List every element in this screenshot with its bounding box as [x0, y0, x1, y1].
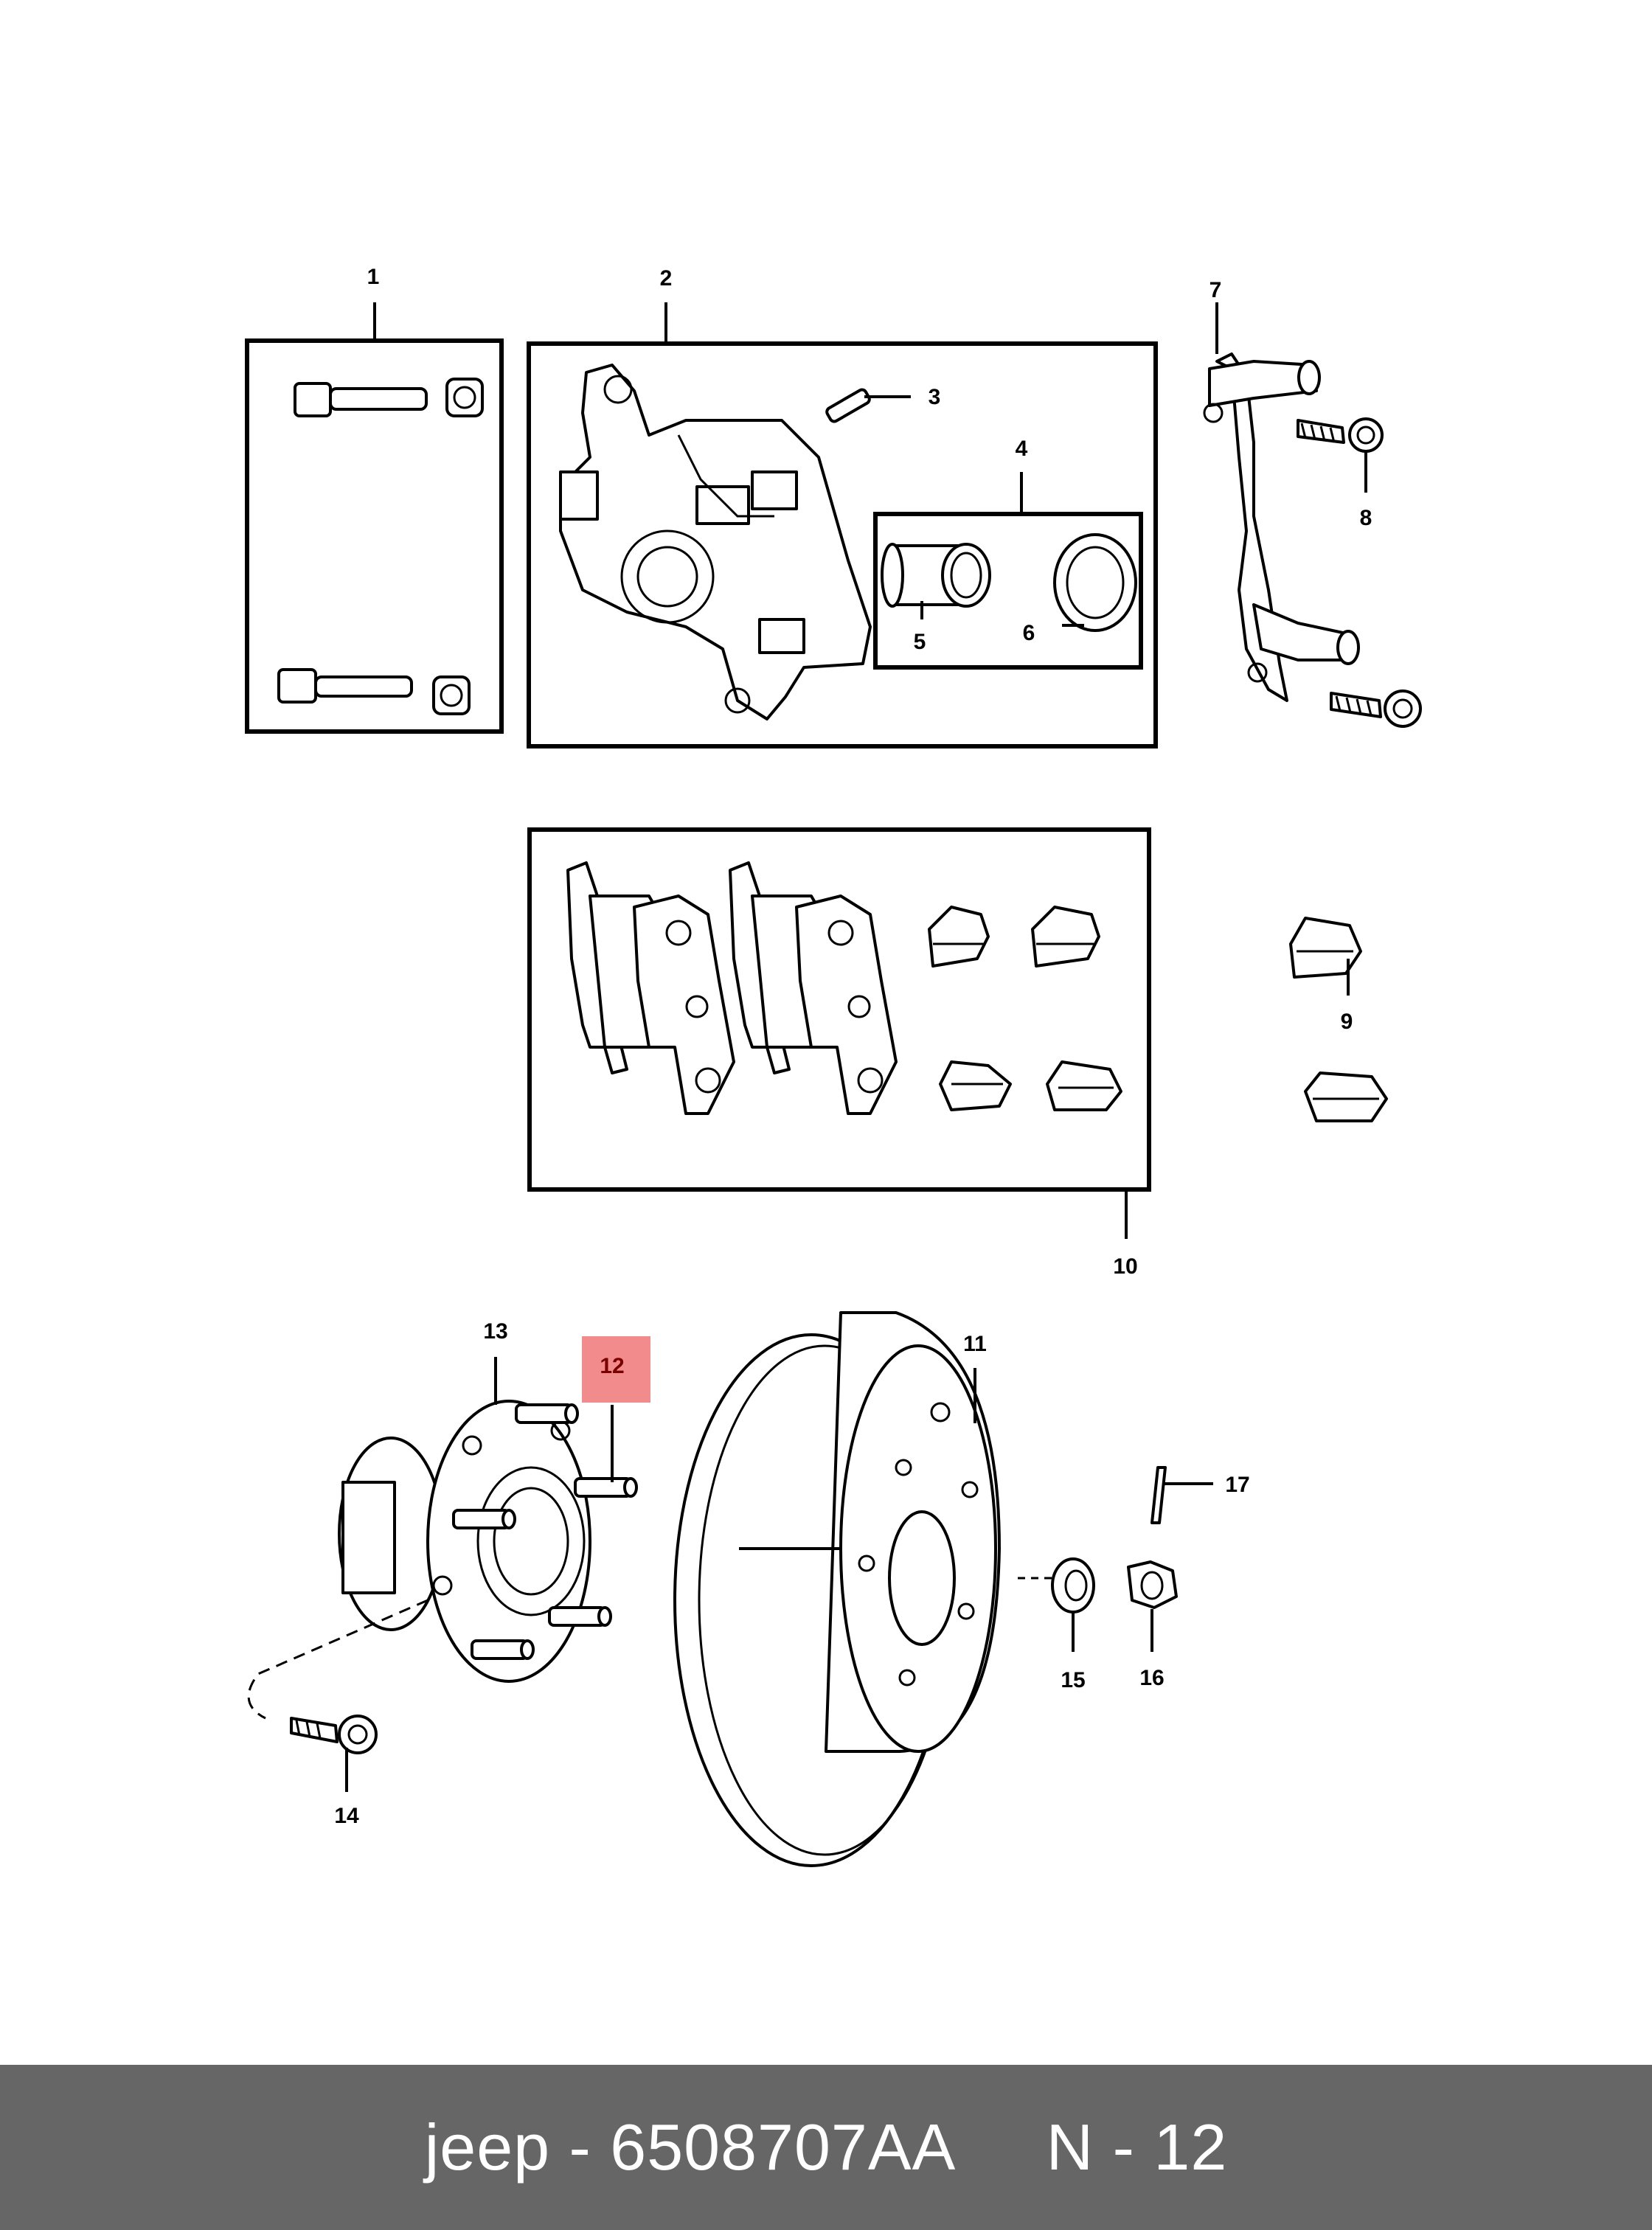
- hub-mounting-bolt: [247, 1599, 428, 1792]
- part-group-2-caliper: [527, 302, 1158, 748]
- adapter-bolt-lower: [1330, 690, 1422, 728]
- callout-14: 14: [334, 1804, 359, 1828]
- callout-4: 4: [1016, 437, 1028, 461]
- pad-clip-3: [939, 1060, 1012, 1111]
- callout-8: 8: [1360, 506, 1372, 530]
- callout-9: 9: [1341, 1010, 1353, 1034]
- footer-bar: jeep - 6508707AA N - 12: [0, 2065, 1652, 2230]
- pad-clip-2: [1031, 906, 1100, 968]
- callout-7: 7: [1210, 278, 1222, 302]
- callout-17: 17: [1225, 1473, 1249, 1497]
- wheel-stud: [452, 1509, 516, 1529]
- piston-seal: [1053, 533, 1137, 632]
- callout-15: 15: [1061, 1668, 1085, 1692]
- callout-16: 16: [1139, 1666, 1164, 1690]
- bleeder-screw: [825, 388, 911, 423]
- caliper-body: [559, 364, 872, 720]
- part-group-1-guide-pins: [245, 302, 504, 734]
- piston: [881, 543, 991, 619]
- callout-10: 10: [1113, 1254, 1137, 1279]
- wheel-stud: [548, 1606, 612, 1627]
- adapter-bolt-upper: [1297, 417, 1384, 493]
- wheel-stud: [471, 1639, 535, 1660]
- callout-5: 5: [914, 630, 926, 654]
- callout-13: 13: [483, 1319, 507, 1344]
- brake-pad-set-2: [729, 861, 898, 1115]
- brake-pad-set-1: [566, 861, 735, 1115]
- pad-clip-9-lower: [1304, 1071, 1388, 1122]
- hub-nut: [1127, 1560, 1178, 1652]
- guide-pin-lower: [277, 668, 471, 715]
- footer-part-number: jeep - 6508707AA N - 12: [424, 2111, 1228, 2184]
- pad-clip-9-upper: [1289, 917, 1362, 996]
- caliper-adapter: [1203, 302, 1360, 702]
- wheel-studs: [452, 1403, 638, 1660]
- callout-12-highlight: [582, 1336, 650, 1403]
- cotter-pin: [1150, 1466, 1213, 1524]
- exploded-parts-diagram: 1 2 3 4 5 6 7 8 9 10 11 12 13 14 15 16 1…: [245, 265, 1422, 1867]
- callout-1: 1: [367, 265, 380, 289]
- wheel-stud: [574, 1477, 638, 1498]
- callout-12: 12: [600, 1354, 624, 1378]
- callout-11: 11: [963, 1332, 987, 1356]
- guide-pin-upper: [294, 378, 484, 417]
- callout-6: 6: [1023, 621, 1035, 645]
- brake-rotor: [673, 1311, 1001, 1867]
- washer: [1018, 1557, 1095, 1652]
- part-group-10-brake-pads: [527, 827, 1151, 1239]
- pad-clip-1: [928, 906, 990, 968]
- pad-clip-4: [1046, 1060, 1122, 1111]
- callout-3: 3: [929, 385, 941, 409]
- callout-2: 2: [660, 266, 673, 291]
- wheel-stud: [515, 1403, 579, 1424]
